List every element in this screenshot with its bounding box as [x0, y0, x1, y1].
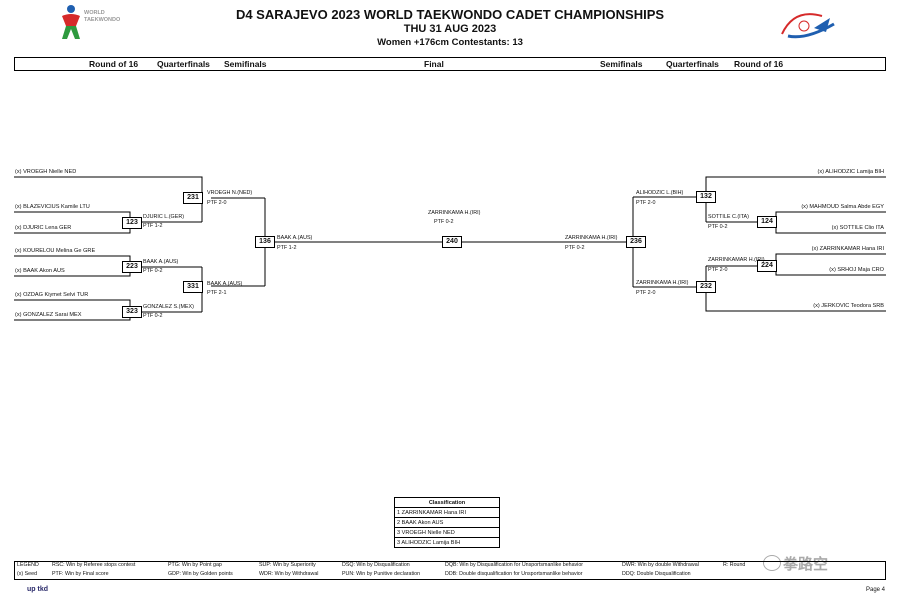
winner-136: BAAK A.(AUS) [277, 235, 313, 241]
classification-title: Classification [394, 497, 500, 508]
winner-231: VROEGH N.(NED) [207, 190, 253, 196]
score-223: PTF 0-2 [143, 268, 163, 274]
match-box-224[interactable]: 224 [757, 260, 777, 272]
score-236: PTF 0-2 [565, 245, 585, 251]
legend-dsq: DSQ: Win by Disqualification [342, 562, 410, 568]
right-entrant-3: (x) SOTTILE Clio ITA [831, 225, 884, 231]
winner-224: ZARRINKAMAR H.(IRI) [708, 257, 765, 263]
round-label-right-qf: Quarterfinals [666, 59, 719, 69]
round-label-left-sf: Semifinals [224, 59, 267, 69]
round-label-right-sf: Semifinals [600, 59, 643, 69]
score-323: PTF 0-2 [143, 313, 163, 319]
winner-123: DJURIC L.(GER) [143, 214, 185, 220]
match-box-124[interactable]: 124 [757, 216, 777, 228]
legend-pun: PUN: Win by Punitive declaration [342, 571, 421, 577]
winner-132: ALIHODZIC L.(BIH) [636, 190, 684, 196]
classification-row-3a: 3 VROEGH Nielle NED [394, 527, 500, 538]
round-header-bar [14, 57, 886, 71]
match-box-123[interactable]: 123 [122, 217, 142, 229]
score-231: PTF 2-0 [207, 200, 227, 206]
page-number: Page 4 [866, 587, 886, 593]
championship-emblem [774, 6, 844, 46]
score-124: PTF 0-2 [708, 224, 728, 230]
legend-seed: (x) Seed [17, 571, 38, 577]
match-box-240[interactable]: 240 [442, 236, 462, 248]
logo-text-line2: TAEKWONDO [84, 17, 121, 23]
legend-box [14, 561, 886, 580]
legend-sup: SUP: Win by Superiority [259, 562, 316, 568]
logo-text-line1: WORLD [84, 10, 105, 16]
round-label-final: Final [424, 59, 444, 69]
event-date: THU 31 AUG 2023 [403, 23, 497, 35]
classification-table: Classification 1 ZARRINKAMAR Hana IRI 2 … [394, 497, 500, 548]
legend-rsc: RSC: Win by Referee stops contest [52, 562, 136, 568]
left-entrant-7: (x) GONZALEZ Sarai MEX [15, 312, 82, 318]
match-box-232[interactable]: 232 [696, 281, 716, 293]
watermark-text: 拳路空 [783, 556, 829, 573]
left-entrant-5: (x) BAAK Akon AUS [15, 268, 65, 274]
right-entrant-4: (x) ZARRINKAMAR Hana IRI [811, 246, 884, 252]
left-entrant-4: (x) KOURELOU Melina Ge GRE [15, 248, 96, 254]
round-label-right-r16: Round of 16 [734, 59, 784, 69]
winner-240: ZARRINKAMA H.(IRI) [428, 210, 481, 216]
weight-category: Women +176cm Contestants: 13 [377, 37, 523, 48]
winner-124: SOTTILE C.(ITA) [708, 214, 749, 220]
right-entrant-5: (x) SRHOJ Maja CRO [829, 267, 884, 273]
legend-ddb: DDB: Double disqualification for Unsport… [445, 571, 583, 577]
page-title: D4 SARAJEVO 2023 WORLD TAEKWONDO CADET C… [235, 7, 665, 22]
score-232: PTF 2-0 [636, 290, 656, 296]
match-box-132[interactable]: 132 [696, 191, 716, 203]
match-box-231[interactable]: 231 [183, 192, 203, 204]
score-123: PTF 1-2 [143, 223, 163, 229]
right-entrant-1: (x) ALIHODZIC Lamija BIH [817, 169, 884, 175]
legend-dqb: DQB: Win by Disqualification for Unsport… [445, 562, 584, 568]
match-box-331[interactable]: 331 [183, 281, 203, 293]
emblem-icon [781, 13, 835, 39]
score-240: PTF 0-2 [434, 219, 454, 225]
legend-ptg: PTG: Win by Point gap [168, 562, 222, 568]
legend-wdr: WDR: Win by Withdrawal [259, 571, 319, 577]
score-224: PTF 2-0 [708, 267, 728, 273]
winner-223: BAAK A.(AUS) [143, 259, 179, 265]
legend-round: R: Round [723, 562, 746, 568]
legend-label: LEGEND [17, 562, 39, 568]
winner-331: BAAK A.(AUS) [207, 281, 243, 287]
taekwondo-figure-icon [62, 5, 80, 39]
match-box-223[interactable]: 223 [122, 261, 142, 273]
left-entrant-2: (x) BLAZEVICIUS Kamile LTU [15, 204, 90, 210]
match-box-136[interactable]: 136 [255, 236, 275, 248]
classification-row-3b: 3 ALIHODZIC Lamija BIH [394, 537, 500, 548]
score-132: PTF 2-0 [636, 200, 656, 206]
score-136: PTF 1-2 [277, 245, 297, 251]
classification-row-2: 2 BAAK Akon AUS [394, 517, 500, 528]
left-entrant-1: (x) VROEGH Nielle NED [15, 169, 77, 175]
left-entrant-6: (x) OZDAG Kiymet Selvi TUR [15, 292, 89, 298]
score-331: PTF 2-1 [207, 290, 227, 296]
round-label-left-r16: Round of 16 [89, 59, 139, 69]
footer-logo: up tkd [27, 586, 48, 593]
winner-323: GONZALEZ S.(MEX) [143, 304, 194, 310]
legend-ptf: PTF: Win by Final score [52, 571, 109, 577]
legend-dwr: DWR: Win by double Withdrawal [622, 562, 699, 568]
legend-gdp: GDP: Win by Golden points [168, 571, 233, 577]
right-entrant-2: (x) MAHMOUD Salma Abde EGY [801, 204, 884, 210]
left-entrant-3: (x) DJURIC Lena GER [15, 225, 72, 231]
match-box-323[interactable]: 323 [122, 306, 142, 318]
round-label-left-qf: Quarterfinals [157, 59, 210, 69]
world-taekwondo-logo: WORLD TAEKWONDO [58, 4, 138, 44]
right-entrant-6: (x) JERKOVIC Teodora SRB [813, 303, 884, 309]
wechat-icon [763, 555, 781, 571]
classification-row-1: 1 ZARRINKAMAR Hana IRI [394, 507, 500, 518]
legend-ddq: DDQ: Double Disqualification [622, 571, 691, 577]
winner-232: ZARRINKAMA H.(IRI) [636, 280, 689, 286]
match-box-236[interactable]: 236 [626, 236, 646, 248]
winner-236: ZARRINKAMA H.(IRI) [565, 235, 618, 241]
